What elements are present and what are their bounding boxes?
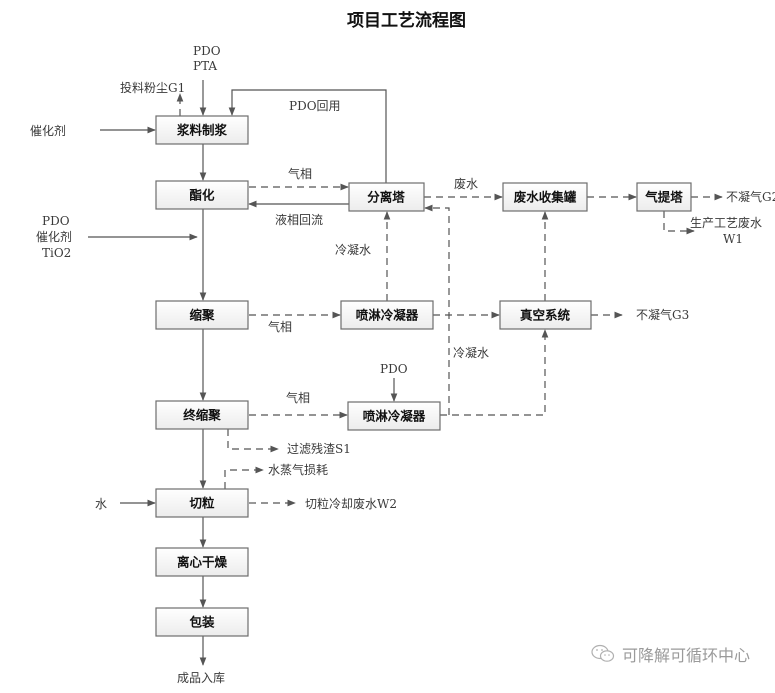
label-pdo-recycle: PDO回用 xyxy=(289,99,341,113)
label-condensate-2: 冷凝水 xyxy=(453,345,489,360)
arrow-pdo-recycle xyxy=(228,89,387,183)
label-dust-g1: 投料粉尘G1 xyxy=(120,80,185,95)
box-slurry-label: 浆料制浆 xyxy=(176,123,228,138)
label-filter-residue: 过滤残渣S1 xyxy=(287,442,351,456)
box-slurry: 浆料制浆 xyxy=(155,115,249,145)
label-catalyst-mid: 催化剂 xyxy=(36,229,72,244)
box-centrifugal-drying-label: 离心干燥 xyxy=(177,555,228,570)
label-product-storage: 成品入库 xyxy=(177,670,225,685)
label-gas-phase-3: 气相 xyxy=(286,390,310,405)
watermark: 可降解可循环中心 xyxy=(590,642,750,666)
arrow-steam-loss xyxy=(224,466,264,489)
box-vacuum-system-label: 真空系统 xyxy=(520,308,571,323)
label-gas-phase-2: 气相 xyxy=(268,319,292,334)
wechat-icon xyxy=(591,644,615,662)
label-steam-loss: 水蒸气损耗 xyxy=(268,462,328,477)
box-separator-label: 分离塔 xyxy=(367,190,405,205)
label-wastewater: 废水 xyxy=(454,176,478,191)
label-non-condensable-g3: 不凝气G3 xyxy=(636,307,689,322)
arrow-condensate-return xyxy=(424,204,450,415)
box-pelletizing-label: 切粒 xyxy=(189,496,215,511)
box-esterification-label: 酯化 xyxy=(189,188,215,203)
solid-connectors xyxy=(88,80,398,666)
label-catalyst: 催化剂 xyxy=(30,123,66,138)
box-polycondensation: 缩聚 xyxy=(155,300,249,330)
label-gas-phase-1: 气相 xyxy=(288,166,312,181)
box-spray-condenser-1: 喷淋冷凝器 xyxy=(340,300,434,330)
label-process-wastewater: 生产工艺废水 xyxy=(690,215,762,230)
box-final-polycondensation: 终缩聚 xyxy=(155,400,249,430)
flow-labels: PDO PTA 投料粉尘G1 PDO回用 催化剂 气相 液相回流 废水 不凝气G… xyxy=(30,44,775,685)
box-vacuum-system: 真空系统 xyxy=(499,300,592,330)
box-spray-condenser-2-label: 喷淋冷凝器 xyxy=(363,409,426,424)
label-water: 水 xyxy=(95,497,107,511)
arrow-condenser2-to-vacuum xyxy=(440,329,549,416)
box-spray-condenser-1-label: 喷淋冷凝器 xyxy=(356,308,419,323)
box-spray-condenser-2: 喷淋冷凝器 xyxy=(347,401,441,431)
box-stripper-label: 气提塔 xyxy=(644,190,683,205)
dashed-connectors xyxy=(176,93,723,507)
box-stripper: 气提塔 xyxy=(636,182,692,212)
box-pelletizing: 切粒 xyxy=(155,488,249,518)
label-w1: W1 xyxy=(723,232,743,246)
label-non-condensable-g2: 不凝气G2 xyxy=(726,189,775,204)
label-cooling-wastewater: 切粒冷却废水W2 xyxy=(305,496,397,511)
label-liquid-reflux: 液相回流 xyxy=(275,212,323,227)
box-wastewater-tank: 废水收集罐 xyxy=(502,182,588,212)
box-centrifugal-drying: 离心干燥 xyxy=(155,547,249,577)
diagram-title: 项目工艺流程图 xyxy=(0,6,775,31)
box-esterification: 酯化 xyxy=(155,180,249,210)
label-pta-top: PTA xyxy=(193,59,217,73)
arrow-process-wastewater-w1 xyxy=(663,211,695,235)
box-packaging: 包装 xyxy=(155,607,249,637)
arrow-filter-residue xyxy=(227,429,279,453)
box-packaging-label: 包装 xyxy=(188,615,215,630)
label-pdo-bottom: PDO xyxy=(380,362,408,376)
box-polycondensation-label: 缩聚 xyxy=(189,308,215,323)
box-separator: 分离塔 xyxy=(348,182,425,212)
watermark-text: 可降解可循环中心 xyxy=(622,646,751,665)
label-pdo-top: PDO xyxy=(193,44,221,58)
label-pdo-mid: PDO xyxy=(42,214,70,228)
box-final-polycondensation-label: 终缩聚 xyxy=(183,408,221,423)
diagram-title-text: 项目工艺流程图 xyxy=(347,11,466,31)
box-wastewater-tank-label: 废水收集罐 xyxy=(514,190,577,205)
label-tio2: TiO2 xyxy=(42,246,71,260)
label-condensate-1: 冷凝水 xyxy=(335,242,371,257)
